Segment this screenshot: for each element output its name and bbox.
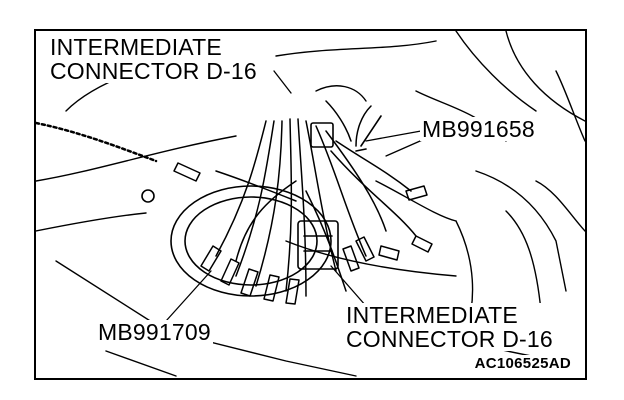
tool-mb991658-label: MB991658	[420, 116, 537, 142]
test-wires	[215, 100, 417, 297]
top-connector-label-line1: INTERMEDIATE	[50, 34, 222, 60]
probe-mb991658	[355, 115, 382, 152]
top-connector-label-line2: CONNECTOR D-16	[50, 58, 257, 84]
intermediate-connector	[297, 122, 339, 270]
figure-code: AC106525AD	[472, 355, 573, 372]
harness-tape	[36, 121, 158, 163]
alligator-clips	[173, 162, 433, 305]
tool-mb991709-label: MB991709	[96, 319, 213, 345]
bottom-connector-label: INTERMEDIATE CONNECTOR D-16	[344, 303, 555, 351]
wiring-illustration	[36, 31, 585, 377]
illustration-frame: INTERMEDIATE CONNECTOR D-16 MB991658 MB9…	[34, 29, 587, 380]
pump-opening	[141, 185, 332, 297]
bottom-connector-label-line2: CONNECTOR D-16	[346, 326, 553, 352]
leader-lines	[165, 70, 437, 322]
top-connector-label: INTERMEDIATE CONNECTOR D-16	[48, 35, 259, 83]
bottom-connector-label-line1: INTERMEDIATE	[346, 302, 518, 328]
